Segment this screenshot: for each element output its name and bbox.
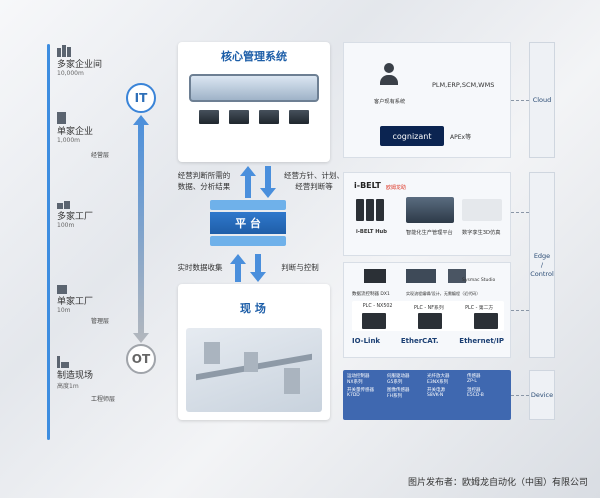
- tab-device: Device: [529, 370, 555, 420]
- tab-edge-control: Edge / Control: [529, 172, 555, 358]
- workstations-illustration: [178, 110, 330, 124]
- digital-twin-label: 数字孪生3D仿真: [462, 230, 501, 236]
- device-connector: [511, 395, 529, 396]
- level-scale: 高度1m: [57, 383, 79, 390]
- edge-connector: [511, 212, 529, 213]
- upward-data-label: 经营判断所需的 数据、分析结果: [177, 171, 231, 191]
- io-link-logo: IO-Link: [352, 337, 381, 345]
- level-multi-factory: 多家工厂 100m: [57, 197, 93, 229]
- scale-axis: [47, 44, 50, 440]
- dashboard-screen-illustration: [189, 74, 319, 102]
- level-role: 工程师层: [91, 396, 116, 403]
- ibelt-logo: i-BELT: [354, 181, 381, 190]
- factories-icon: [57, 197, 71, 209]
- edge-panel: i-BELT 欧姆龙助 i-BELT Hub 智能化生产管理平台 数字孪生3D仿…: [343, 172, 511, 256]
- site-panel: 现 场: [178, 284, 330, 420]
- level-inter-enterprise: 多家企业间 10,000m: [57, 45, 102, 77]
- image-caption: 图片发布者：欧姆龙自动化（中国）有限公司: [407, 478, 588, 488]
- level-title: 单家工厂: [57, 297, 94, 307]
- site-title: 现 场: [240, 302, 266, 315]
- judgment-control-label: 判断与控制: [281, 263, 319, 272]
- systems-list: PLM,ERP,SCM,WMS: [432, 81, 495, 89]
- digital-twin-illustration: [462, 199, 502, 221]
- it-circle: IT: [126, 83, 156, 113]
- level-enterprise: 单家企业 1,000m 经营层: [57, 112, 109, 159]
- client-systems-label: 客户现有系统: [374, 99, 406, 105]
- smart-platform-label: 智能化生产管理平台: [406, 230, 453, 236]
- apex-label: APEx等: [450, 134, 472, 141]
- level-role: 经营层: [91, 152, 110, 159]
- level-scale: 10,000m: [57, 70, 84, 77]
- plant-icon: [57, 356, 71, 368]
- ibelt-hub-label: i-BELT Hub: [356, 229, 387, 235]
- level-title: 单家企业: [57, 127, 94, 137]
- level-title: 多家企业间: [57, 60, 103, 70]
- level-shopfloor: 制造现场 高度1m 工程师层: [57, 356, 115, 403]
- platform-label: 平 台: [210, 212, 286, 234]
- realtime-collection-label: 实时数据收集: [177, 263, 223, 272]
- level-scale: 100m: [57, 222, 75, 229]
- core-system-panel: 核心管理系统: [178, 42, 330, 162]
- flow-editor-label: 实现流程编辑/设计，无需编程（近代码）: [406, 292, 481, 297]
- plc-label: PLC - 第二方: [465, 306, 494, 311]
- ibelt-tag: 欧姆龙助: [386, 185, 407, 191]
- office-building-icon: [57, 112, 71, 124]
- level-role: 管理层: [91, 318, 110, 325]
- buildings-icon: [57, 45, 71, 57]
- cloud-panel: 客户现有系统 PLM,ERP,SCM,WMS cognizant APEx等: [343, 42, 511, 158]
- plc-devices: [362, 313, 498, 329]
- user-workstation-icon: [378, 63, 400, 89]
- flow-editor-screenshot: [406, 269, 436, 283]
- control-connector: [511, 310, 529, 311]
- tab-cloud: Cloud: [529, 42, 555, 158]
- factory-icon: [57, 282, 71, 294]
- level-title: 制造现场: [57, 371, 94, 381]
- ibelt-hub-devices: [356, 199, 384, 221]
- platform-block: 平 台: [210, 200, 286, 252]
- level-scale: 1,000m: [57, 137, 81, 144]
- dx1-device: [364, 269, 386, 283]
- control-panel: Sysmac Studio 数据流控制器 DX1 实现流程编辑/设计，无需编程（…: [343, 262, 511, 358]
- downward-policy-label: 经营方针、计划、 经营判断等: [284, 171, 344, 191]
- cognizant-logo: cognizant: [380, 126, 444, 146]
- network-row: IO-Link EtherCAT. Ethernet/IP: [352, 337, 504, 345]
- cloud-connector: [511, 100, 529, 101]
- dx1-label: 数据流控制器 DX1: [352, 292, 390, 297]
- sysmac-label: Sysmac Studio: [462, 278, 496, 283]
- sysmac-screenshot: [448, 269, 466, 283]
- production-line-illustration: [186, 328, 322, 412]
- ethernet-ip-logo: Ethernet/IP: [459, 337, 504, 345]
- ot-circle: OT: [126, 344, 156, 374]
- platform-site-arrows: [230, 254, 266, 282]
- plc-label: PLC - NX502: [362, 304, 393, 309]
- plc-label: PLC - NF系列: [413, 306, 444, 311]
- core-platform-arrows: [240, 166, 276, 198]
- level-scale: 10m: [57, 307, 71, 314]
- platform-screenshot: [406, 197, 454, 223]
- core-system-title: 核心管理系统: [221, 50, 287, 63]
- it-ot-double-arrow: [133, 115, 149, 343]
- ethercat-logo: EtherCAT.: [400, 337, 439, 345]
- level-title: 多家工厂: [57, 212, 94, 222]
- level-factory: 单家工厂 10m 管理层: [57, 282, 109, 325]
